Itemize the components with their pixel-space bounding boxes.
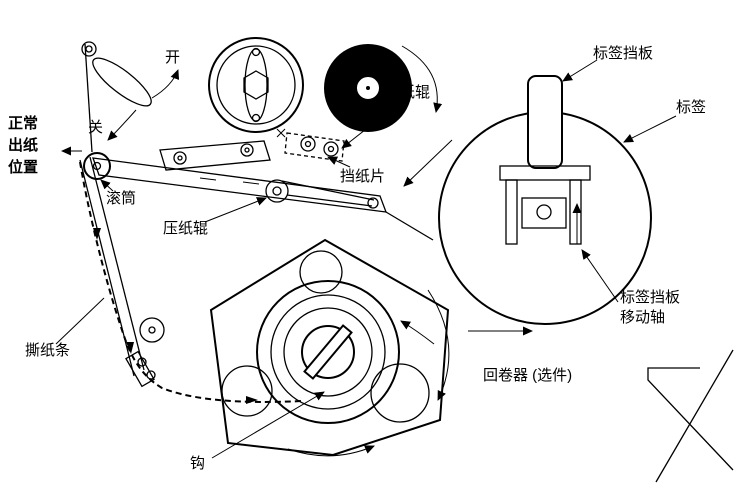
rewinder-top-roller	[299, 250, 343, 294]
chassis-link-line	[385, 211, 434, 241]
spindle-knob-dot-bottom	[251, 113, 261, 123]
paper-stop-leader	[327, 156, 351, 168]
spindle-inner-circle	[216, 45, 296, 125]
head-bar-tick-1	[199, 177, 217, 181]
rewinder-assembly	[209, 238, 450, 457]
label-pressure-roller-top: 压纸辊	[385, 84, 430, 101]
hook-leader	[211, 391, 325, 459]
pressure-roller-top-leader	[341, 103, 399, 149]
lower-guide-roller	[139, 317, 165, 343]
disc-rotation-arrow	[401, 45, 443, 113]
pressure-roller-left-leader	[204, 197, 267, 223]
label-guard-plate	[527, 75, 563, 169]
tear-strip-leader	[55, 297, 105, 345]
platen-leader	[100, 179, 114, 192]
holder-inner-box	[521, 197, 567, 229]
spindle-hex-nut	[243, 70, 269, 100]
guard-shaft-leader	[581, 249, 619, 303]
guide-roller-2	[323, 141, 339, 157]
label-roll-leader	[623, 115, 677, 143]
corner-step-line	[647, 367, 734, 471]
guide-dashed-box	[284, 132, 345, 162]
open-direction-arrow	[151, 69, 180, 99]
rewinder-ring-mid	[270, 294, 386, 410]
chassis-left-edge	[84, 43, 93, 153]
chassis-corner-cutaway	[647, 349, 734, 483]
rewinder-right-roller	[370, 363, 430, 423]
guide-roller-1	[300, 136, 316, 152]
label-guard-shaft-1: 标签挡板	[620, 288, 680, 306]
lower-bracket-screw-1	[137, 357, 147, 367]
label-normal-exit-3: 位置	[8, 158, 38, 176]
plate-screw-right	[240, 143, 254, 157]
platen-circle	[83, 152, 111, 180]
label-guard-leader	[562, 59, 598, 82]
label-paper-stop: 挡纸片	[340, 168, 385, 185]
ribbon-supply-spindle	[208, 37, 304, 133]
arm-lower-line	[286, 194, 373, 207]
spindle-knob-dot-top	[251, 47, 261, 57]
disc-center-dot	[366, 86, 370, 90]
label-normal-exit-1: 正常	[8, 114, 38, 132]
spindle-knob	[244, 48, 268, 122]
paper-path-arrow-2	[126, 342, 134, 354]
plate-outline	[159, 140, 271, 171]
rewinder-ring-outer	[256, 280, 400, 424]
lever-pivot-hole	[85, 45, 93, 53]
rewinder-left-roller	[221, 365, 273, 417]
lever-handle	[92, 57, 152, 107]
platen-axle	[92, 161, 102, 171]
label-pressure-roller-left: 压纸辊	[163, 220, 208, 237]
label-normal-exit-2: 出纸	[8, 136, 38, 154]
label-roll-assembly	[438, 75, 652, 325]
plate-screw-right-dot	[244, 147, 250, 153]
release-lever	[81, 41, 152, 107]
head-bar-outline	[92, 157, 387, 213]
label-open: 开	[165, 49, 180, 66]
tear-rail-inner	[89, 156, 145, 371]
label-label-guard: 标签挡板	[593, 44, 653, 62]
label-guard-shaft-2: 移动轴	[620, 309, 665, 326]
lever-pivot	[81, 41, 97, 57]
rewinder-ring-inner	[283, 307, 373, 397]
rewinder-hook-bar	[303, 324, 353, 380]
label-label-roll: 标签	[676, 99, 706, 116]
guide-roller-2-axle	[327, 145, 335, 153]
platen-roller	[83, 152, 111, 180]
spindle-outer-circle	[208, 37, 304, 133]
holder-left-leg	[505, 179, 518, 245]
rewinder-pointer-arrow	[400, 320, 435, 345]
guide-x-mark	[276, 128, 286, 138]
arm-upper-line	[281, 180, 375, 201]
rewinder-housing	[209, 238, 450, 457]
paper-path	[79, 161, 303, 404]
holder-top-bar	[499, 165, 591, 181]
label-hook: 钩	[190, 455, 205, 472]
corner-diagonal-line	[655, 349, 734, 483]
rewinder-rotation-arrow-bottom	[287, 445, 375, 457]
arm-end-pin	[367, 197, 379, 209]
plate-screw-left-dot	[177, 155, 183, 161]
lower-guide-roller-axle	[148, 326, 156, 334]
label-platen: 滚筒	[106, 190, 136, 207]
paper-path-arrow-3	[246, 396, 258, 404]
pressure-roller-wheel	[265, 179, 289, 203]
holder-center-hole	[536, 204, 552, 220]
label-rewinder: 回卷器 (选件)	[483, 367, 572, 384]
head-bar-tick-2	[242, 181, 260, 185]
plate-screw-left	[173, 151, 187, 165]
pressure-roller-axle	[272, 186, 282, 196]
close-direction-arrow	[107, 109, 137, 141]
media-into-head-arrow	[403, 139, 453, 187]
label-close: 关	[88, 119, 103, 136]
screw-plate	[159, 140, 271, 171]
holder-right-leg	[569, 179, 582, 245]
rewinder-rotation-arrow-right	[427, 289, 450, 401]
paper-guide-assembly	[276, 128, 345, 162]
pressure-roller-arm	[265, 179, 379, 209]
paper-path-arrow-1	[93, 228, 101, 240]
label-tear-strip: 撕纸条	[25, 342, 70, 359]
guide-roller-1-axle	[304, 140, 312, 148]
